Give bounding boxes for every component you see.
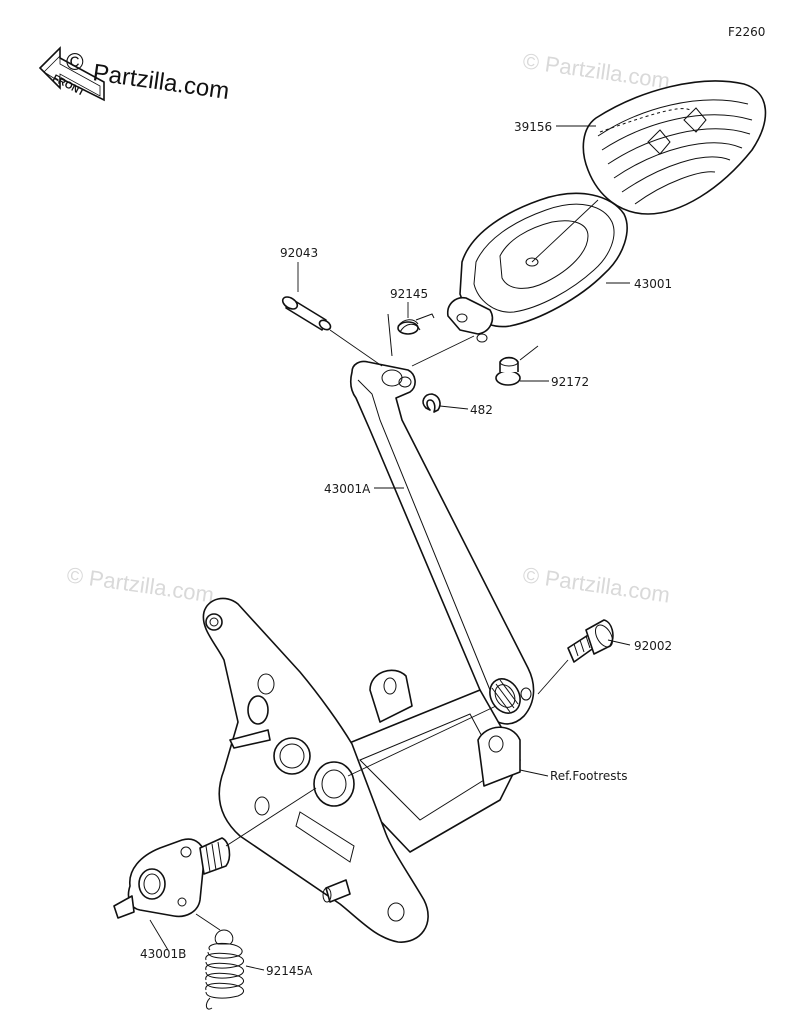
pin-part bbox=[281, 296, 332, 331]
callout-39156: 39156 bbox=[514, 120, 552, 134]
callout-92145a: 92145A bbox=[266, 964, 313, 978]
clip-part bbox=[422, 393, 441, 413]
watermark-right: © Partzilla.com bbox=[521, 562, 671, 607]
small-spring-part bbox=[387, 313, 435, 357]
watermark-left: © Partzilla.com bbox=[65, 562, 215, 607]
callout-92043: 92043 bbox=[280, 246, 318, 260]
footrest-plate-part bbox=[202, 597, 429, 943]
callout-92145: 92145 bbox=[390, 287, 428, 301]
pedal-arm-part bbox=[350, 360, 535, 725]
callout-43001b: 43001B bbox=[140, 947, 186, 961]
front-arrow-icon: FRONT bbox=[38, 46, 105, 102]
bolt-part bbox=[567, 619, 614, 663]
callout-43001a: 43001A bbox=[324, 482, 371, 496]
pedal-cover-part bbox=[446, 192, 628, 343]
pedal-pad-part bbox=[582, 80, 767, 215]
callout-ref-footrests: Ref.Footrests bbox=[550, 769, 627, 783]
brand-name: Partzilla.com bbox=[91, 59, 231, 105]
callout-92172: 92172 bbox=[551, 375, 589, 389]
copyright-icon: © bbox=[66, 49, 84, 76]
callout-43001: 43001 bbox=[634, 277, 672, 291]
callout-482: 482 bbox=[470, 403, 493, 417]
callout-92002: 92002 bbox=[634, 639, 672, 653]
leader-lines bbox=[149, 125, 631, 971]
large-spring-part bbox=[205, 929, 245, 1010]
screw-part bbox=[495, 356, 521, 386]
lever-part bbox=[113, 837, 231, 919]
figure-code: F2260 bbox=[728, 25, 765, 39]
watermark-top: © Partzilla.com bbox=[521, 48, 671, 93]
footrest-bracket-part bbox=[331, 669, 521, 853]
